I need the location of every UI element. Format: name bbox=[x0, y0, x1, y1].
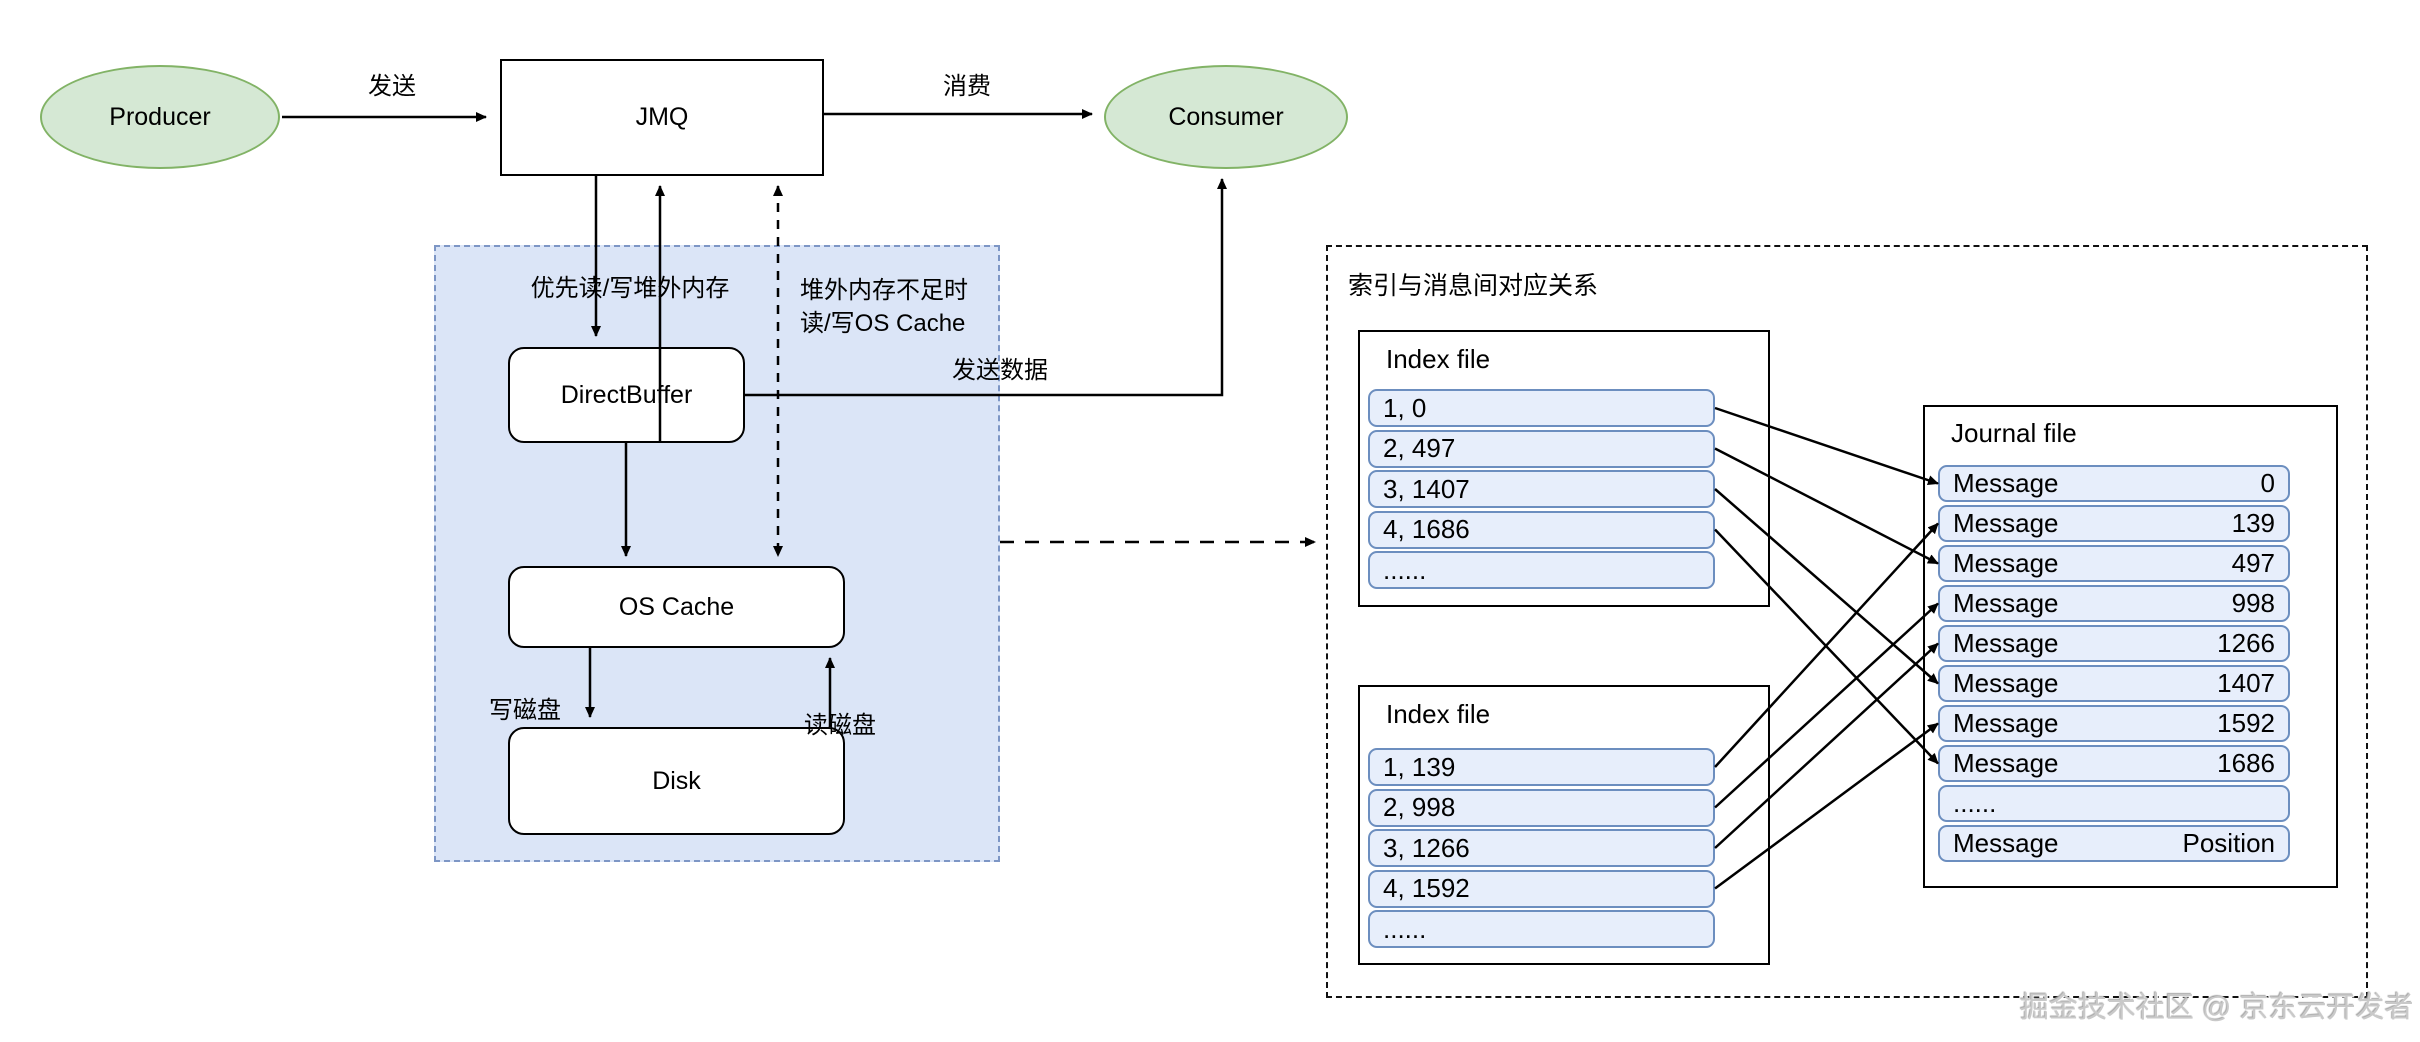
journal-message-row: Message 497 bbox=[1938, 545, 2290, 582]
index-entry-row: ...... bbox=[1368, 551, 1715, 589]
journal-message-label: Message bbox=[1953, 828, 2059, 858]
disk-node: Disk bbox=[508, 727, 845, 835]
jmq-node: JMQ bbox=[500, 59, 824, 176]
index-entry-text: 4, 1592 bbox=[1383, 873, 1470, 903]
edge-label-send-data: 发送数据 bbox=[952, 357, 1048, 384]
consumer-label: Consumer bbox=[1168, 102, 1284, 131]
index-entry-text: 1, 139 bbox=[1383, 751, 1456, 782]
offheap-insufficient-line1: 堆外内存不足时 bbox=[800, 277, 968, 304]
consumer-node: Consumer bbox=[1104, 65, 1348, 169]
journal-message-label: Message bbox=[1953, 708, 2059, 738]
journal-message-row: Message 0 bbox=[1938, 465, 2290, 502]
index-entry-text: 1, 0 bbox=[1383, 392, 1427, 423]
index-entry-text: 2, 497 bbox=[1383, 433, 1456, 463]
index-file-2-rows: 1, 139 2, 998 3, 1266 4, 1592...... bbox=[1368, 748, 1715, 951]
index-entry-text: ...... bbox=[1383, 913, 1427, 944]
index-entry-row: ...... bbox=[1368, 910, 1715, 948]
journal-message-position: 1686 bbox=[2217, 748, 2275, 778]
edge-label-write-disk: 写磁盘 bbox=[489, 697, 561, 724]
direct-buffer-label: DirectBuffer bbox=[560, 380, 693, 409]
watermark-text: 掘金技术社区 @ 京东云开发者 bbox=[2020, 992, 2414, 1024]
edge-label-prefer-offheap: 优先读/写堆外内存 bbox=[530, 275, 730, 302]
journal-message-position: Position bbox=[2182, 828, 2276, 858]
journal-file-title: Journal file bbox=[1951, 418, 2077, 448]
index-entry-row: 3, 1266 bbox=[1368, 829, 1715, 867]
journal-message-label: Message bbox=[1953, 748, 2059, 778]
index-file-2-title: Index file bbox=[1386, 699, 1491, 729]
mapping-panel-title: 索引与消息间对应关系 bbox=[1348, 272, 1599, 300]
journal-message-label: Message bbox=[1953, 548, 2059, 578]
journal-message-position: 998 bbox=[2231, 588, 2275, 618]
index-file-1-rows: 1, 0 2, 497 3, 1407 4, 1686...... bbox=[1368, 389, 1715, 592]
index-entry-row: 1, 0 bbox=[1368, 389, 1715, 427]
edge-label-send: 发送 bbox=[368, 73, 416, 100]
index-entry-row: 2, 998 bbox=[1368, 788, 1715, 827]
journal-message-row: Message 1592 bbox=[1938, 705, 2290, 742]
index-entry-text: 3, 1407 bbox=[1383, 473, 1470, 504]
journal-message-row: Message Position bbox=[1938, 825, 2290, 862]
journal-message-position: 0 bbox=[2260, 468, 2275, 498]
journal-message-row: Message 998 bbox=[1938, 585, 2290, 622]
index-entry-row: 4, 1686 bbox=[1368, 510, 1715, 549]
journal-message-position: 1407 bbox=[2217, 668, 2275, 698]
journal-message-row: Message 139 bbox=[1938, 505, 2290, 542]
edge-label-read-disk: 读磁盘 bbox=[804, 712, 876, 739]
journal-message-label: Message bbox=[1953, 628, 2059, 658]
index-file-1-title: Index file bbox=[1386, 344, 1491, 374]
journal-message-position: 1592 bbox=[2217, 708, 2275, 738]
index-entry-text: 2, 998 bbox=[1383, 792, 1456, 822]
os-cache-node: OS Cache bbox=[508, 566, 845, 648]
index-entry-row: 2, 497 bbox=[1368, 429, 1715, 468]
index-entry-text: ...... bbox=[1383, 554, 1427, 585]
edge-label-offheap-insufficient: 堆外内存不足时 读/写OS Cache bbox=[800, 274, 1020, 340]
direct-buffer-node: DirectBuffer bbox=[508, 347, 745, 443]
journal-message-label: ...... bbox=[1953, 788, 1997, 818]
journal-message-row: ...... bbox=[1938, 785, 2290, 822]
journal-message-row: Message 1266 bbox=[1938, 625, 2290, 662]
journal-message-label: Message bbox=[1953, 588, 2059, 618]
producer-label: Producer bbox=[109, 102, 211, 131]
journal-message-position: 139 bbox=[2231, 508, 2275, 538]
index-entry-row: 3, 1407 bbox=[1368, 470, 1715, 508]
journal-message-row: Message 1686 bbox=[1938, 745, 2290, 782]
index-entry-row: 1, 139 bbox=[1368, 748, 1715, 786]
jmq-label: JMQ bbox=[635, 103, 689, 131]
os-cache-label: OS Cache bbox=[618, 592, 735, 621]
journal-message-label: Message bbox=[1953, 508, 2059, 538]
journal-message-label: Message bbox=[1953, 468, 2059, 498]
journal-message-label: Message bbox=[1953, 668, 2059, 698]
index-entry-text: 3, 1266 bbox=[1383, 832, 1470, 863]
disk-label: Disk bbox=[652, 766, 701, 795]
journal-message-position: 1266 bbox=[2217, 628, 2275, 658]
producer-node: Producer bbox=[40, 65, 280, 169]
journal-message-row: Message 1407 bbox=[1938, 665, 2290, 702]
index-entry-text: 4, 1686 bbox=[1383, 514, 1470, 544]
offheap-insufficient-line2: 读/写OS Cache bbox=[800, 310, 966, 337]
journal-message-position: 497 bbox=[2231, 548, 2275, 578]
edge-label-consume: 消费 bbox=[943, 73, 991, 100]
index-entry-row: 4, 1592 bbox=[1368, 869, 1715, 908]
